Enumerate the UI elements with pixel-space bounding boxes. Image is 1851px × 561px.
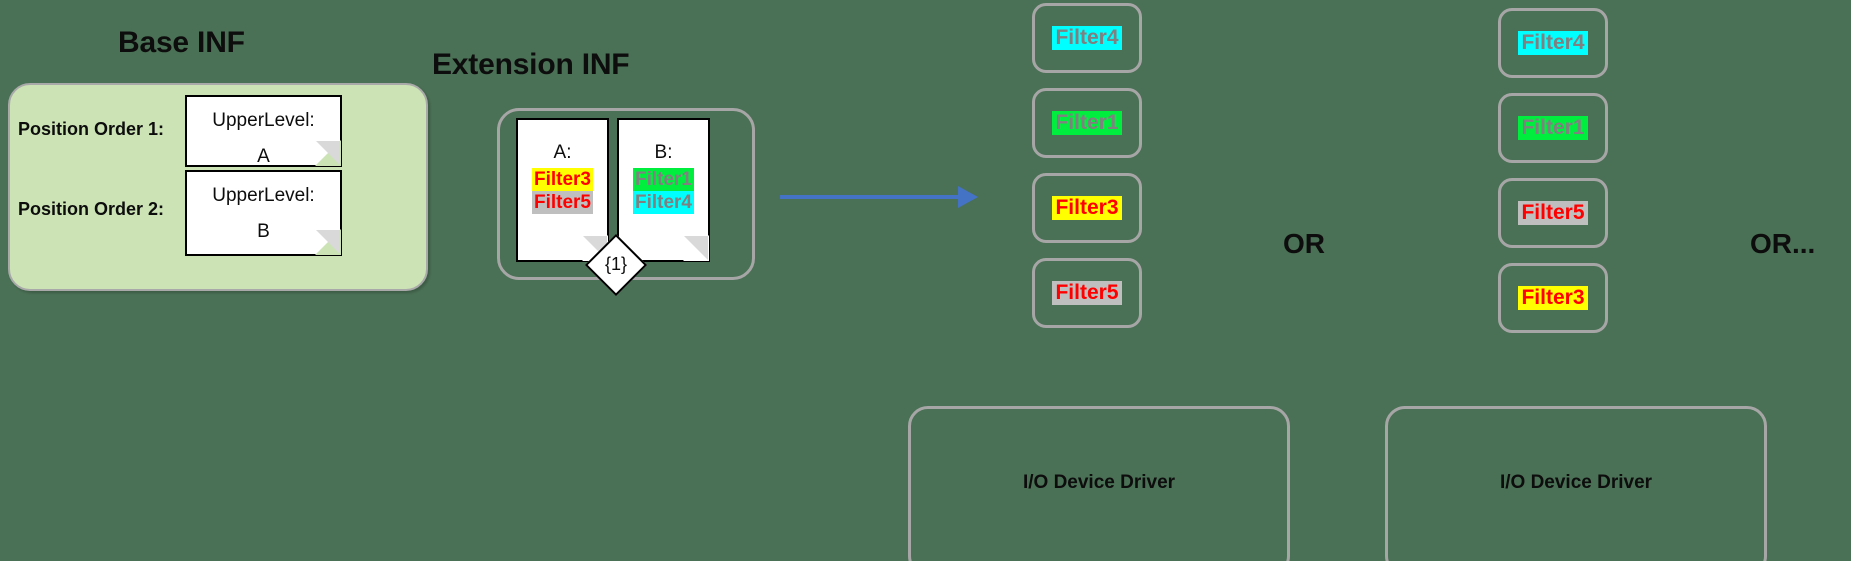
filter-chip-label: Filter4 [1518,30,1588,56]
io-device-driver-label: I/O Device Driver [1022,472,1176,493]
filter-entry: Filter1 [632,168,695,192]
position-order-1-label: Position Order 1: [18,119,165,139]
filter-box[interactable]: Filter5 [1498,178,1608,248]
page-curl-flap-icon [684,236,708,260]
or-separator-2: OR... [1750,228,1816,259]
extension-document-b: B: Filter1 Filter4 [617,118,710,262]
extension-document-b-title: B: [654,142,673,163]
filter-box[interactable]: Filter5 [1032,258,1142,328]
position-order-2-label: Position Order 2: [18,199,165,219]
filter-entry: Filter3 [531,168,594,192]
upperlevel-b-line2: B [257,220,270,242]
filter-chip-label: Filter3 [1052,195,1122,221]
filter-box[interactable]: Filter1 [1032,88,1142,158]
filter-chip-label: Filter5 [1518,200,1588,226]
base-inf-title: Base INF [118,26,245,59]
filter-entry: Filter5 [531,191,594,215]
filter-box[interactable]: Filter3 [1032,173,1142,243]
extension-document-b-filters: Filter1 Filter4 [619,168,708,215]
or-separator-1: OR [1283,228,1325,259]
io-device-driver-box-1: I/O Device Driver [908,406,1290,561]
flow-arrow-head-icon [958,186,978,208]
page-curl-flap-icon [316,141,340,165]
page-curl-flap-icon [316,230,340,254]
filter-entry: Filter4 [632,191,695,215]
filter-chip-label: Filter1 [1518,115,1588,141]
filter-chip-label: Filter1 [1052,110,1122,136]
extension-document-a-filters: Filter3 Filter5 [518,168,607,215]
filter-box[interactable]: Filter4 [1032,3,1142,73]
extension-inf-title: Extension INF [432,48,630,81]
filter-box[interactable]: Filter3 [1498,263,1608,333]
io-device-driver-label: I/O Device Driver [1499,472,1653,493]
upperlevel-b-line1: UpperLevel: [212,185,315,206]
filter-box[interactable]: Filter4 [1498,8,1608,78]
upperlevel-a-line1: UpperLevel: [212,110,315,131]
filter-box[interactable]: Filter1 [1498,93,1608,163]
extension-document-a-title: A: [553,142,572,163]
upperlevel-a-line2: A [257,145,270,167]
filter-chip-label: Filter5 [1052,280,1122,306]
io-device-driver-box-2: I/O Device Driver [1385,406,1767,561]
extension-document-a: A: Filter3 Filter5 [516,118,609,262]
upperlevel-b-document: UpperLevel: B [185,170,342,256]
upperlevel-a-document: UpperLevel: A [185,95,342,167]
flow-arrow-icon [780,195,962,199]
filter-chip-label: Filter3 [1518,285,1588,311]
multiplicity-label: {1} [604,254,628,274]
filter-chip-label: Filter4 [1052,25,1122,51]
